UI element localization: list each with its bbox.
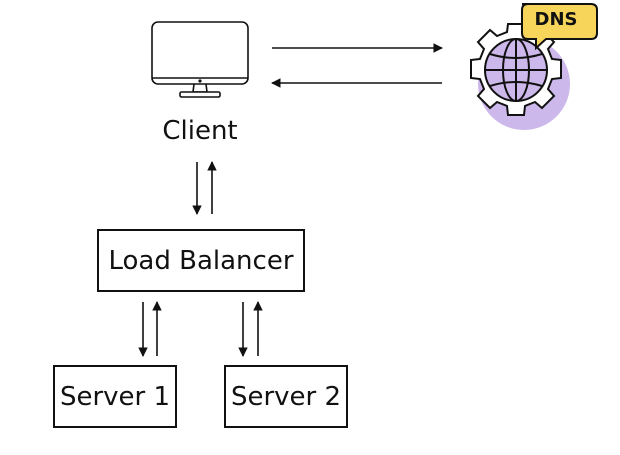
- load-balancer-node: Load Balancer: [97, 229, 305, 292]
- server-2-label: Server 2: [230, 381, 342, 412]
- monitor-icon: [151, 21, 249, 98]
- server-1-label: Server 1: [59, 381, 171, 412]
- dns-badge: [521, 3, 598, 51]
- dns-label: DNS: [534, 9, 578, 30]
- client-label: Client: [162, 116, 238, 146]
- server-1-node: Server 1: [53, 365, 177, 428]
- server-2-node: Server 2: [224, 365, 348, 428]
- load-balancer-label: Load Balancer: [108, 245, 294, 276]
